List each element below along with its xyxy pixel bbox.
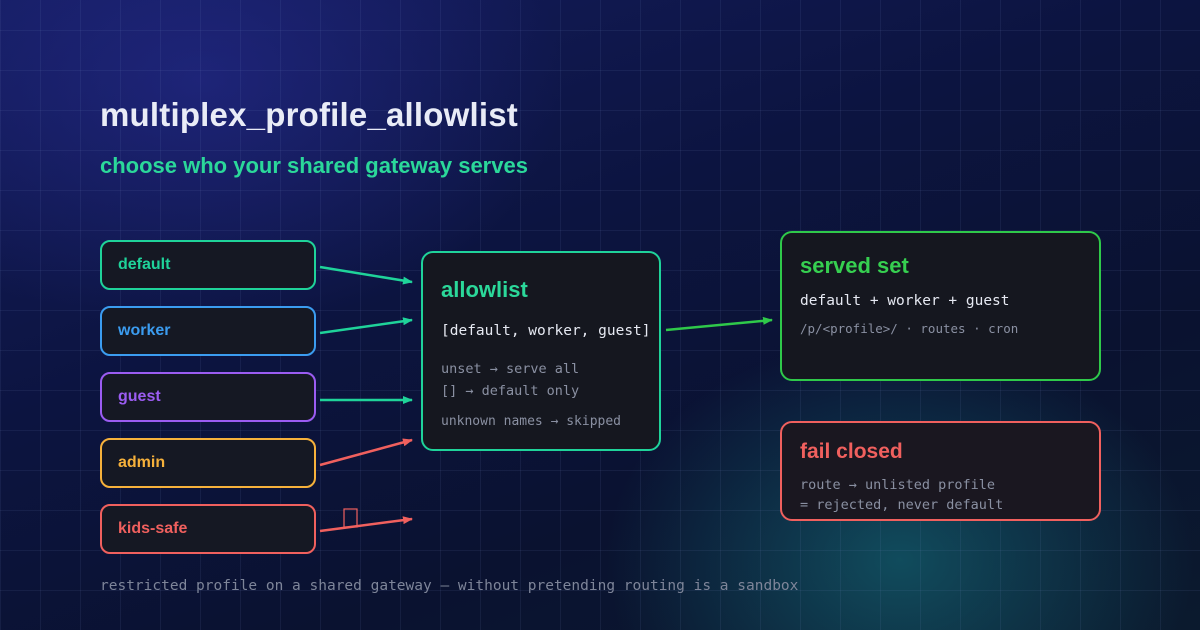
- footer-caption: restricted profile on a shared gateway —…: [100, 578, 799, 594]
- profile-worker: worker: [100, 306, 316, 356]
- fail-closed-title: fail closed: [800, 440, 903, 463]
- profile-kids-safe: kids-safe: [100, 504, 316, 554]
- page-title: multiplex_profile_allowlist: [100, 96, 518, 133]
- profile-admin: admin: [100, 438, 316, 488]
- arrow-worker-to-allowlist: [319, 317, 413, 335]
- profile-default: default: [100, 240, 316, 290]
- served-set-box: served set default + worker + guest /p/<…: [780, 231, 1101, 381]
- fail-closed-line2: = rejected, never default: [800, 497, 1004, 513]
- arrow-kids-safe-rejected: [319, 516, 413, 533]
- allowlist-note-unknown: unknown names → skipped: [441, 414, 622, 429]
- profile-label: worker: [118, 322, 171, 339]
- allowlist-note-unset: unset → serve all: [441, 361, 580, 377]
- allowlist-note-empty: [] → default only: [441, 383, 580, 399]
- missing-glyph-box: [343, 508, 358, 528]
- profile-label: guest: [118, 388, 161, 405]
- profile-guest: guest: [100, 372, 316, 422]
- profile-label: admin: [118, 454, 166, 471]
- served-set-routes: /p/<profile>/ · routes · cron: [800, 321, 1019, 336]
- served-set-title: served set: [800, 253, 909, 278]
- arrow-default-to-allowlist: [319, 265, 413, 285]
- allowlist-box: allowlist [default, worker, guest] unset…: [421, 251, 661, 451]
- profile-label: default: [118, 256, 171, 273]
- profile-label: kids-safe: [118, 520, 188, 537]
- fail-closed-box: fail closed route → unlisted profile = r…: [780, 421, 1101, 521]
- arrow-allowlist-to-served: [665, 316, 773, 332]
- arrow-admin-rejected: [319, 438, 413, 467]
- allowlist-title: allowlist: [441, 277, 528, 302]
- page-subtitle: choose who your shared gateway serves: [100, 153, 528, 178]
- allowlist-value: [default, worker, guest]: [441, 323, 651, 339]
- served-set-members: default + worker + guest: [800, 293, 1010, 309]
- fail-closed-line1: route → unlisted profile: [800, 477, 996, 493]
